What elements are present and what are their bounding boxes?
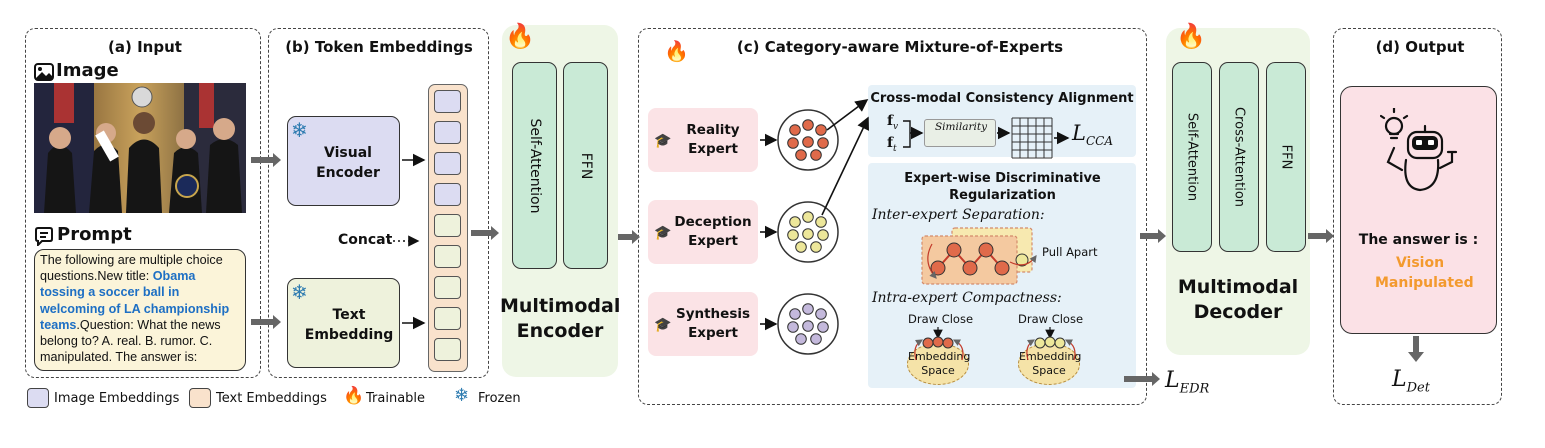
encoder-self-attention-label: Self-Attention (526, 118, 543, 213)
legend-text-label: Text Embeddings (216, 391, 327, 406)
fire-icon: 🔥 (1176, 22, 1206, 50)
cca-fv: fv (887, 113, 899, 132)
cca-box (868, 85, 1136, 157)
text-token (434, 214, 461, 237)
decoder-self-attention-label: Self-Attention (1184, 112, 1200, 202)
text-token (434, 276, 461, 299)
moe-panel-title: (c) Category-aware Mixture-of-Experts (736, 38, 1064, 56)
snowflake-icon: ❄ (454, 385, 470, 406)
inter-expert-label: Inter-expert Separation: (872, 207, 1045, 223)
text-token (434, 307, 461, 330)
similarity-label: Similarity (934, 121, 987, 133)
decoder-title: Multimodal Decoder (1177, 276, 1299, 323)
image-token (434, 152, 461, 175)
answer-value: Vision Manipulated (1375, 255, 1474, 291)
image-token (434, 183, 461, 206)
prompt-box: The following are multiple choice questi… (34, 249, 246, 371)
input-panel (25, 28, 261, 378)
embedding-space-right-label: Embedding Space (1019, 350, 1082, 377)
encoder-ffn-label: FFN (577, 152, 594, 179)
draw-close-right: Draw Close (1018, 312, 1084, 326)
encoder-title: Multimodal Encoder (500, 295, 621, 342)
deception-expert-label: Deception Expert (674, 214, 752, 249)
output-card (1340, 86, 1497, 334)
fire-icon: 🔥 (505, 22, 535, 50)
edr-title: Expert-wise Discriminative Regularizatio… (904, 171, 1101, 203)
graduation-cap-icon: 🎓 (654, 133, 672, 149)
output-panel-title: (d) Output (1375, 38, 1465, 56)
prompt-icon (35, 227, 53, 246)
legend-text-swatch (189, 388, 211, 408)
token-panel-title: (b) Token Embeddings (285, 38, 473, 56)
draw-close-left: Draw Close (908, 312, 974, 326)
visual-encoder-label: Visual Encoder (316, 145, 380, 181)
answer-label: The answer is : (1358, 232, 1479, 248)
image-token (434, 121, 461, 144)
decoder-self-attention: Self-Attention (1172, 62, 1212, 252)
deception-expert: 🎓 Deception Expert (648, 200, 758, 264)
text-token (434, 245, 461, 268)
fire-icon: 🔥 (343, 386, 365, 406)
decoder-to-output-arrow (1308, 229, 1334, 243)
encoder-to-moe-arrow (618, 230, 640, 244)
embedding-space-right: Embedding Space (1018, 343, 1082, 385)
synthesis-expert: 🎓 Synthesis Expert (648, 292, 758, 356)
token-panel (268, 28, 489, 378)
text-embedding-box: ❄ Text Embedding (287, 278, 400, 368)
pull-apart-label: Pull Apart (1042, 245, 1098, 259)
legend-trainable-label: Trainable (366, 391, 426, 406)
legend-image-swatch (27, 388, 49, 408)
fire-icon: 🔥 (664, 39, 689, 63)
image-label: Image (56, 60, 119, 81)
concat-label: Concat (338, 232, 393, 248)
encoder-ffn: FFN (563, 62, 608, 269)
embedding-space-left: Embedding Space (907, 343, 971, 385)
snowflake-icon: ❄ (291, 280, 308, 304)
text-embedding-label: Text Embedding (304, 307, 394, 343)
synthesis-expert-label: Synthesis Expert (675, 306, 751, 341)
det-loss: LDet (1392, 367, 1430, 396)
graduation-cap-icon: 🎓 (654, 225, 672, 241)
cca-ft: ft (887, 135, 897, 154)
input-panel-title: (a) Input (108, 38, 182, 56)
similarity-box: Similarity (924, 119, 996, 147)
news-photo (34, 83, 246, 213)
prompt-text-2: .Question: What the news belong to? A. r… (40, 317, 221, 365)
reality-expert-label: Reality Expert (686, 122, 740, 157)
snowflake-icon: ❄ (291, 118, 308, 142)
output-panel (1333, 28, 1502, 405)
reality-expert: 🎓 Reality Expert (648, 108, 758, 172)
cca-title: Cross-modal Consistency Alignment (870, 91, 1134, 106)
text-token (434, 338, 461, 361)
prompt-headline: Obama tossing a soccer ball in welcoming… (40, 269, 230, 332)
moe-panel (638, 28, 1147, 405)
decoder-cross-attention: Cross-Attention (1219, 62, 1259, 252)
encoder-self-attention: Self-Attention (512, 62, 557, 269)
visual-encoder-box: ❄ Visual Encoder (287, 116, 400, 206)
robot-icon (1380, 108, 1458, 192)
decoder-cross-attention-label: Cross-Attention (1231, 106, 1247, 208)
prompt-label: Prompt (57, 224, 132, 245)
cca-loss: LCCA (1072, 121, 1113, 149)
graduation-cap-icon: 🎓 (654, 317, 672, 333)
decoder-ffn-label: FFN (1278, 144, 1294, 170)
image-icon (34, 63, 54, 81)
image-token (434, 90, 461, 113)
decoder-ffn: FFN (1266, 62, 1306, 252)
legend-image-label: Image Embeddings (54, 391, 180, 406)
intra-expert-label: Intra-expert Compactness: (872, 290, 1062, 306)
embedding-space-left-label: Embedding Space (908, 350, 971, 377)
edr-loss: LEDR (1165, 368, 1210, 397)
prompt-text-1: The following are multiple choice questi… (40, 253, 223, 284)
legend-frozen-label: Frozen (478, 391, 521, 406)
